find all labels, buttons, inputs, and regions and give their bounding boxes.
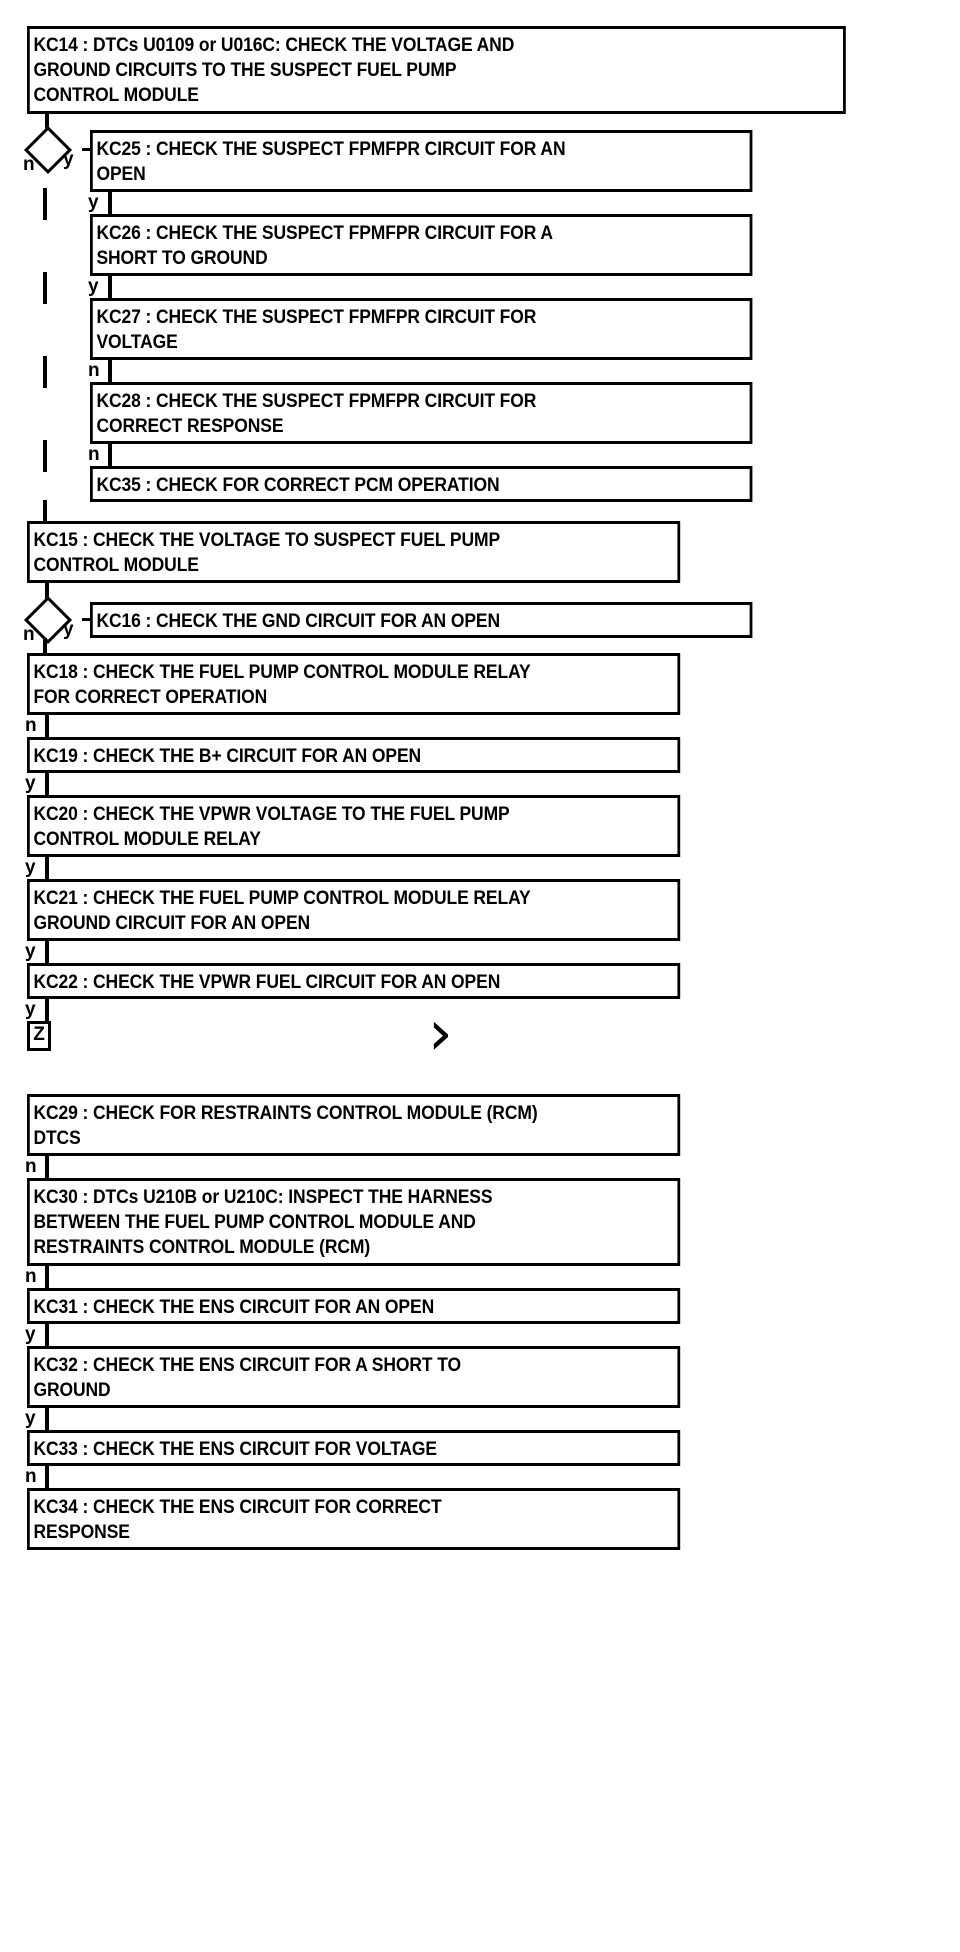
node-kc27[interactable]: KC27 : CHECK THE SUSPECT FPMFPR CIRCUIT … xyxy=(90,298,753,360)
node-kc32[interactable]: KC32 : CHECK THE ENS CIRCUIT FOR A SHORT… xyxy=(27,1346,681,1408)
node-kc30[interactable]: KC30 : DTCs U210B or U210C: INSPECT THE … xyxy=(27,1178,681,1266)
edge-kc15-to-decision2 xyxy=(45,583,49,605)
edge-kc27-to-kc28 xyxy=(108,360,112,382)
node-kc26[interactable]: KC26 : CHECK THE SUSPECT FPMFPR CIRCUIT … xyxy=(90,214,753,276)
edge-kc25-to-kc26 xyxy=(108,192,112,214)
node-kc22[interactable]: KC22 : CHECK THE VPWR FUEL CIRCUIT FOR A… xyxy=(27,963,681,999)
node-kc18[interactable]: KC18 : CHECK THE FUEL PUMP CONTROL MODUL… xyxy=(27,653,681,715)
branch-label-kc30-n: n xyxy=(25,1266,37,1287)
branch-label-kc19-y: y xyxy=(25,773,36,794)
edge-kc29-to-kc30 xyxy=(45,1156,49,1178)
node-kc15[interactable]: KC15 : CHECK THE VOLTAGE TO SUSPECT FUEL… xyxy=(27,521,681,583)
branch-label-decision1-n: n xyxy=(23,154,35,175)
edge-kc18-to-kc19 xyxy=(45,715,49,737)
branch-label-kc26-y: y xyxy=(88,276,99,297)
node-kc16[interactable]: KC16 : CHECK THE GND CIRCUIT FOR AN OPEN xyxy=(90,602,753,638)
edge-kc30-to-kc31 xyxy=(45,1266,49,1288)
edge-kc21-to-kc22 xyxy=(45,941,49,963)
branch-label-kc31-y: y xyxy=(25,1324,36,1345)
node-kc34[interactable]: KC34 : CHECK THE ENS CIRCUIT FOR CORRECT… xyxy=(27,1488,681,1550)
branch-label-kc25-y: y xyxy=(88,192,99,213)
trunk-segment-1 xyxy=(43,188,47,220)
chevron-right-icon: › xyxy=(428,996,453,1069)
branch-label-kc22-y: y xyxy=(25,999,36,1020)
branch-label-kc27-n: n xyxy=(88,360,100,381)
branch-label-decision2-y: y xyxy=(63,619,74,640)
edge-kc19-to-kc20 xyxy=(45,773,49,795)
trunk-segment-3 xyxy=(43,356,47,388)
node-kc33[interactable]: KC33 : CHECK THE ENS CIRCUIT FOR VOLTAGE xyxy=(27,1430,681,1466)
trunk-segment-5 xyxy=(43,500,47,526)
branch-label-kc29-n: n xyxy=(25,1156,37,1177)
node-kc20[interactable]: KC20 : CHECK THE VPWR VOLTAGE TO THE FUE… xyxy=(27,795,681,857)
branch-label-decision1-y: y xyxy=(63,149,74,170)
node-kc19[interactable]: KC19 : CHECK THE B+ CIRCUIT FOR AN OPEN xyxy=(27,737,681,773)
trunk-segment-4 xyxy=(43,440,47,472)
branch-label-kc32-y: y xyxy=(25,1408,36,1429)
node-kc35[interactable]: KC35 : CHECK FOR CORRECT PCM OPERATION xyxy=(90,466,753,502)
trunk-segment-2 xyxy=(43,272,47,304)
branch-label-kc28-n: n xyxy=(88,444,100,465)
edge-kc31-to-kc32 xyxy=(45,1324,49,1346)
edge-kc32-to-kc33 xyxy=(45,1408,49,1430)
node-kc29[interactable]: KC29 : CHECK FOR RESTRAINTS CONTROL MODU… xyxy=(27,1094,681,1156)
branch-label-kc18-n: n xyxy=(25,715,37,736)
edge-kc22-to-connector-z xyxy=(45,999,49,1021)
branch-label-kc21-y: y xyxy=(25,941,36,962)
edge-kc33-to-kc34 xyxy=(45,1466,49,1488)
edge-decision2-to-kc18 xyxy=(43,638,47,654)
edge-kc28-to-kc35 xyxy=(108,444,112,466)
offpage-connector-z[interactable]: Z xyxy=(27,1021,51,1051)
node-kc28[interactable]: KC28 : CHECK THE SUSPECT FPMFPR CIRCUIT … xyxy=(90,382,753,444)
node-kc14[interactable]: KC14 : DTCs U0109 or U016C: CHECK THE VO… xyxy=(27,26,846,114)
branch-label-kc20-y: y xyxy=(25,857,36,878)
node-kc31[interactable]: KC31 : CHECK THE ENS CIRCUIT FOR AN OPEN xyxy=(27,1288,681,1324)
edge-kc20-to-kc21 xyxy=(45,857,49,879)
branch-label-decision2-n: n xyxy=(23,624,35,645)
branch-label-kc33-n: n xyxy=(25,1466,37,1487)
node-kc21[interactable]: KC21 : CHECK THE FUEL PUMP CONTROL MODUL… xyxy=(27,879,681,941)
edge-kc26-to-kc27 xyxy=(108,276,112,298)
node-kc25[interactable]: KC25 : CHECK THE SUSPECT FPMFPR CIRCUIT … xyxy=(90,130,753,192)
